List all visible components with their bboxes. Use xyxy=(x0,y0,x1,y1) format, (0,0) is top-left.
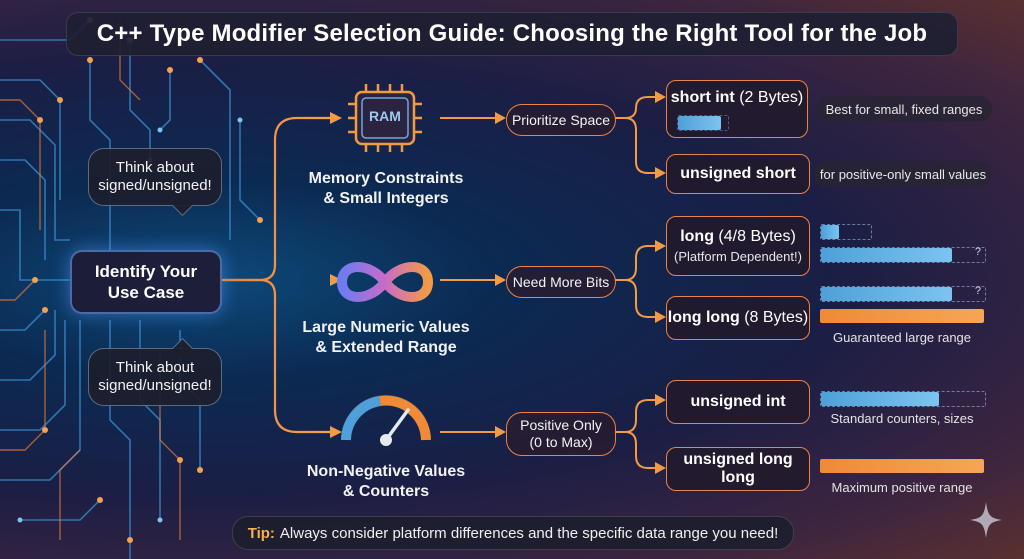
short-int-range-bar xyxy=(677,115,729,131)
bubble-line: signed/unsigned! xyxy=(98,177,212,194)
long-long-range-bar-blue: ? xyxy=(820,285,986,302)
category-line: Memory Constraints xyxy=(308,170,464,187)
type-name: unsigned short xyxy=(680,165,796,182)
long-range-fill-large xyxy=(821,248,953,262)
unsigned-long-long-range-fill xyxy=(820,459,984,473)
page-title: C++ Type Modifier Selection Guide: Choos… xyxy=(66,12,958,56)
long-long-range-fill-orange xyxy=(820,309,984,323)
type-unsigned-long-long: unsigned long long xyxy=(666,447,810,491)
root-line: Identify Your xyxy=(94,262,198,281)
category-line: Non-Negative Values xyxy=(306,463,466,480)
long-range-fill-small xyxy=(821,225,839,239)
category-line: Large Numeric Values xyxy=(302,319,470,336)
ram-icon-label: RAM xyxy=(369,108,401,124)
note-short-int: Best for small, fixed ranges xyxy=(816,96,992,122)
tip-label: Tip: xyxy=(247,524,275,542)
type-name: unsigned long long xyxy=(683,451,793,486)
long-long-range-bar-orange xyxy=(820,309,984,323)
decision-line: Positive Only xyxy=(520,417,602,433)
category-non-negative-label: Non-Negative Values & Counters xyxy=(286,462,486,502)
caption-unsigned-int: Standard counters, sizes xyxy=(830,411,974,426)
unsigned-int-range-fill xyxy=(821,392,940,406)
long-range-bar-small xyxy=(820,224,872,240)
type-short-int: short int (2 Bytes) xyxy=(666,80,808,138)
category-line: & Small Integers xyxy=(323,190,449,207)
infinity-icon xyxy=(336,262,434,302)
type-name: long long xyxy=(667,309,740,326)
category-memory-label: Memory Constraints & Small Integers xyxy=(286,169,486,209)
decision-prioritize-space: Prioritize Space xyxy=(506,104,616,136)
decision-need-more-bits: Need More Bits xyxy=(506,266,616,298)
category-line: & Counters xyxy=(342,483,430,500)
category-line: & Extended Range xyxy=(315,339,457,356)
bubble-line: Think about xyxy=(115,359,195,376)
decision-line: (0 to Max) xyxy=(529,434,593,450)
sparkle-icon xyxy=(970,502,1002,538)
unsigned-long-long-range-bar xyxy=(820,459,984,473)
type-size: (2 Bytes) xyxy=(739,89,804,106)
speedometer-icon xyxy=(341,395,431,446)
note-unsigned-short: for positive-only small values xyxy=(814,161,992,187)
type-name: short int xyxy=(670,89,735,106)
type-long-long: long long (8 Bytes) xyxy=(666,296,810,340)
decision-positive-only: Positive Only(0 to Max) xyxy=(506,412,616,456)
short-int-range-fill xyxy=(678,116,721,130)
tip-text: Always consider platform differences and… xyxy=(279,524,779,542)
type-name: long xyxy=(680,228,714,245)
type-name: unsigned int xyxy=(690,393,786,410)
type-size: (4/8 Bytes) xyxy=(718,228,796,245)
category-large-values-label: Large Numeric Values & Extended Range xyxy=(286,318,486,358)
type-unsigned-int: unsigned int xyxy=(666,380,810,424)
ram-chip-icon xyxy=(348,84,422,152)
platform-question-mark: ? xyxy=(974,285,981,297)
caption-long-long: Guaranteed large range xyxy=(832,330,972,345)
platform-question-mark: ? xyxy=(974,246,981,258)
caption-unsigned-long-long: Maximum positive range xyxy=(831,480,973,495)
root-line: Use Case xyxy=(107,283,185,302)
type-long: long (4/8 Bytes) (Platform Dependent!) xyxy=(666,216,810,276)
type-size: (8 Bytes) xyxy=(744,309,809,326)
type-unsigned-short: unsigned short xyxy=(666,154,810,194)
bubble-line: Think about xyxy=(115,159,195,176)
tip-banner: Tip:Always consider platform differences… xyxy=(232,516,794,550)
long-range-bar-large: ? xyxy=(820,246,986,263)
unsigned-int-range-bar xyxy=(820,391,986,407)
long-long-range-fill-blue xyxy=(821,287,953,301)
bubble-line: signed/unsigned! xyxy=(98,377,212,394)
type-note: (Platform Dependent!) xyxy=(674,249,802,264)
